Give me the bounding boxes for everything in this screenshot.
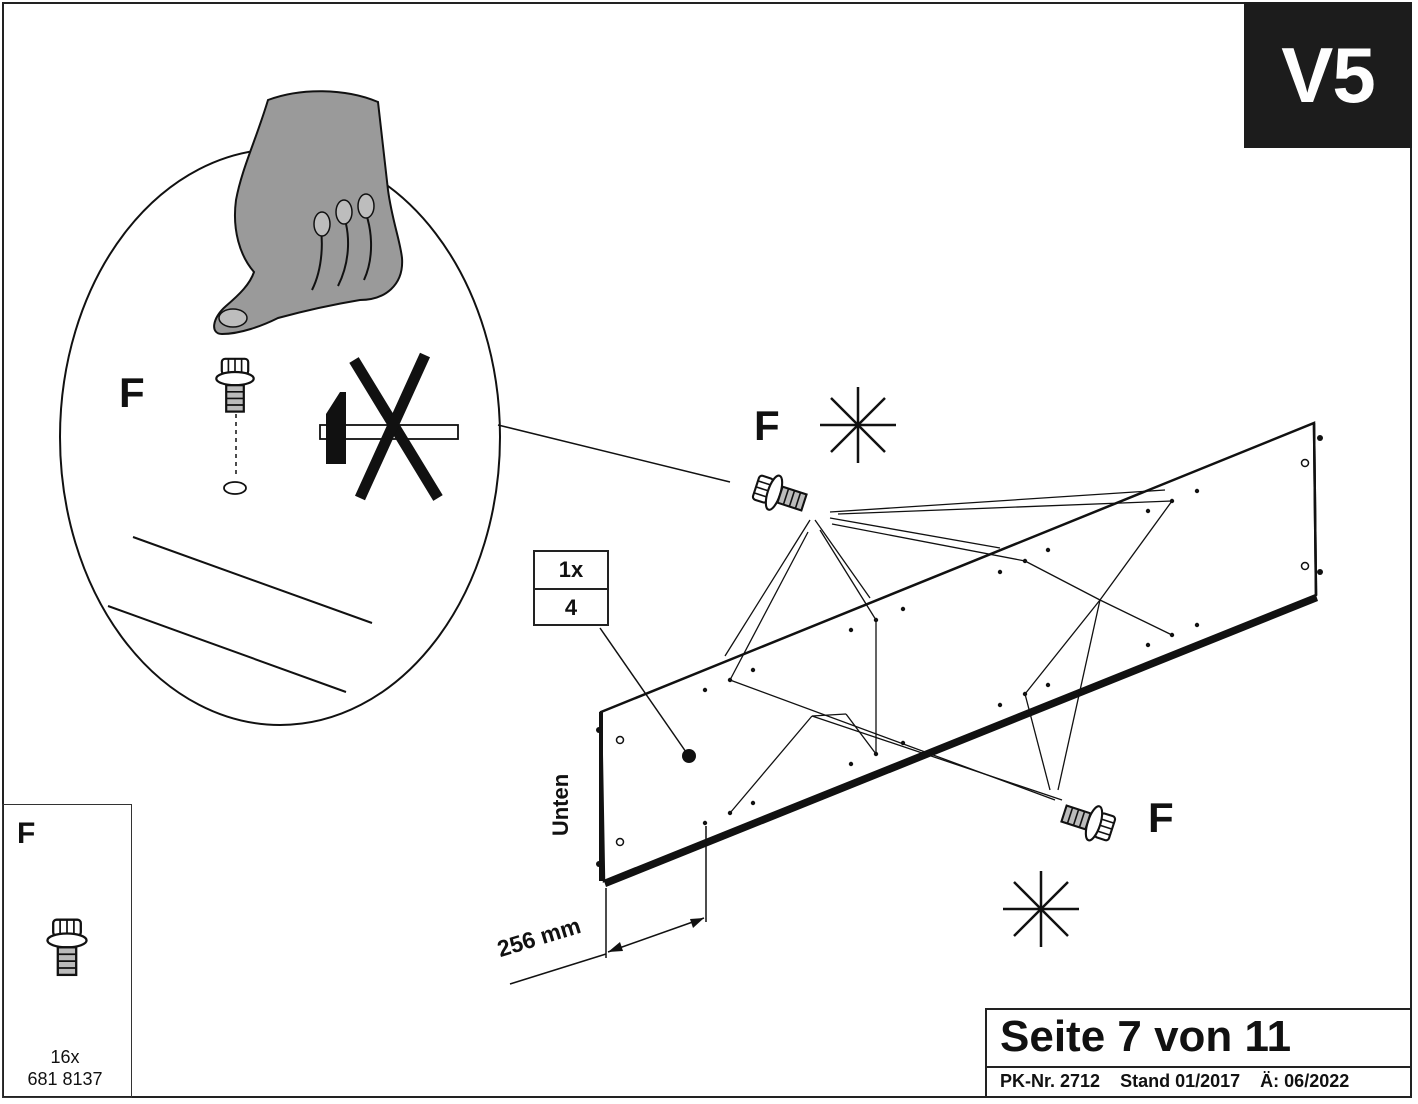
footer-meta: PK-Nr. 2712 Stand 01/2017 Ä: 06/2022 [1000, 1071, 1349, 1092]
bottom-screw-part-letter: F [1148, 794, 1174, 841]
top-screw-leader-lines [724, 489, 1173, 681]
quantity-box: 1x 4 [533, 550, 609, 626]
parts-list-box: F [2, 804, 132, 1098]
hole-icon [223, 481, 247, 495]
footer-box [985, 1008, 1412, 1098]
stand-date: Stand 01/2017 [1120, 1071, 1241, 1091]
screw-icon [749, 468, 811, 521]
panel-edge-line-2 [107, 605, 347, 693]
orientation-label: Unten [548, 773, 574, 837]
footer-divider [985, 1066, 1412, 1068]
parts-list-quantity-block: 16x 681 8137 [0, 1046, 130, 1090]
callout-leader-line [497, 424, 731, 483]
quantity-leader-line [599, 627, 687, 753]
detail-part-letter: F [119, 369, 145, 416]
parts-list-article-number: 681 8137 [27, 1069, 103, 1089]
parts-list-quantity: 16x [50, 1047, 80, 1067]
revision-date: Ä: 06/2022 [1260, 1071, 1350, 1091]
panel-number-label: 4 [535, 588, 607, 626]
step-badge: V5 [1244, 2, 1412, 148]
spark-icon [1001, 869, 1081, 949]
quantity-label: 1x [558, 557, 584, 582]
pk-number: PK-Nr. 2712 [1000, 1071, 1101, 1091]
panel-edge-line-1 [132, 536, 373, 624]
parts-list-letter: F [17, 817, 36, 850]
page-title: Seite 7 von 11 [1000, 1012, 1292, 1061]
cross-out-icon [349, 352, 443, 501]
spark-icon [818, 385, 898, 465]
dimension-lines [509, 826, 707, 985]
top-screw-part-letter: F [754, 402, 780, 449]
bottom-screw-leader-lines [729, 500, 1173, 814]
hand-icon [213, 90, 404, 336]
screw-icon [1057, 795, 1119, 848]
panel-board [596, 421, 1323, 887]
